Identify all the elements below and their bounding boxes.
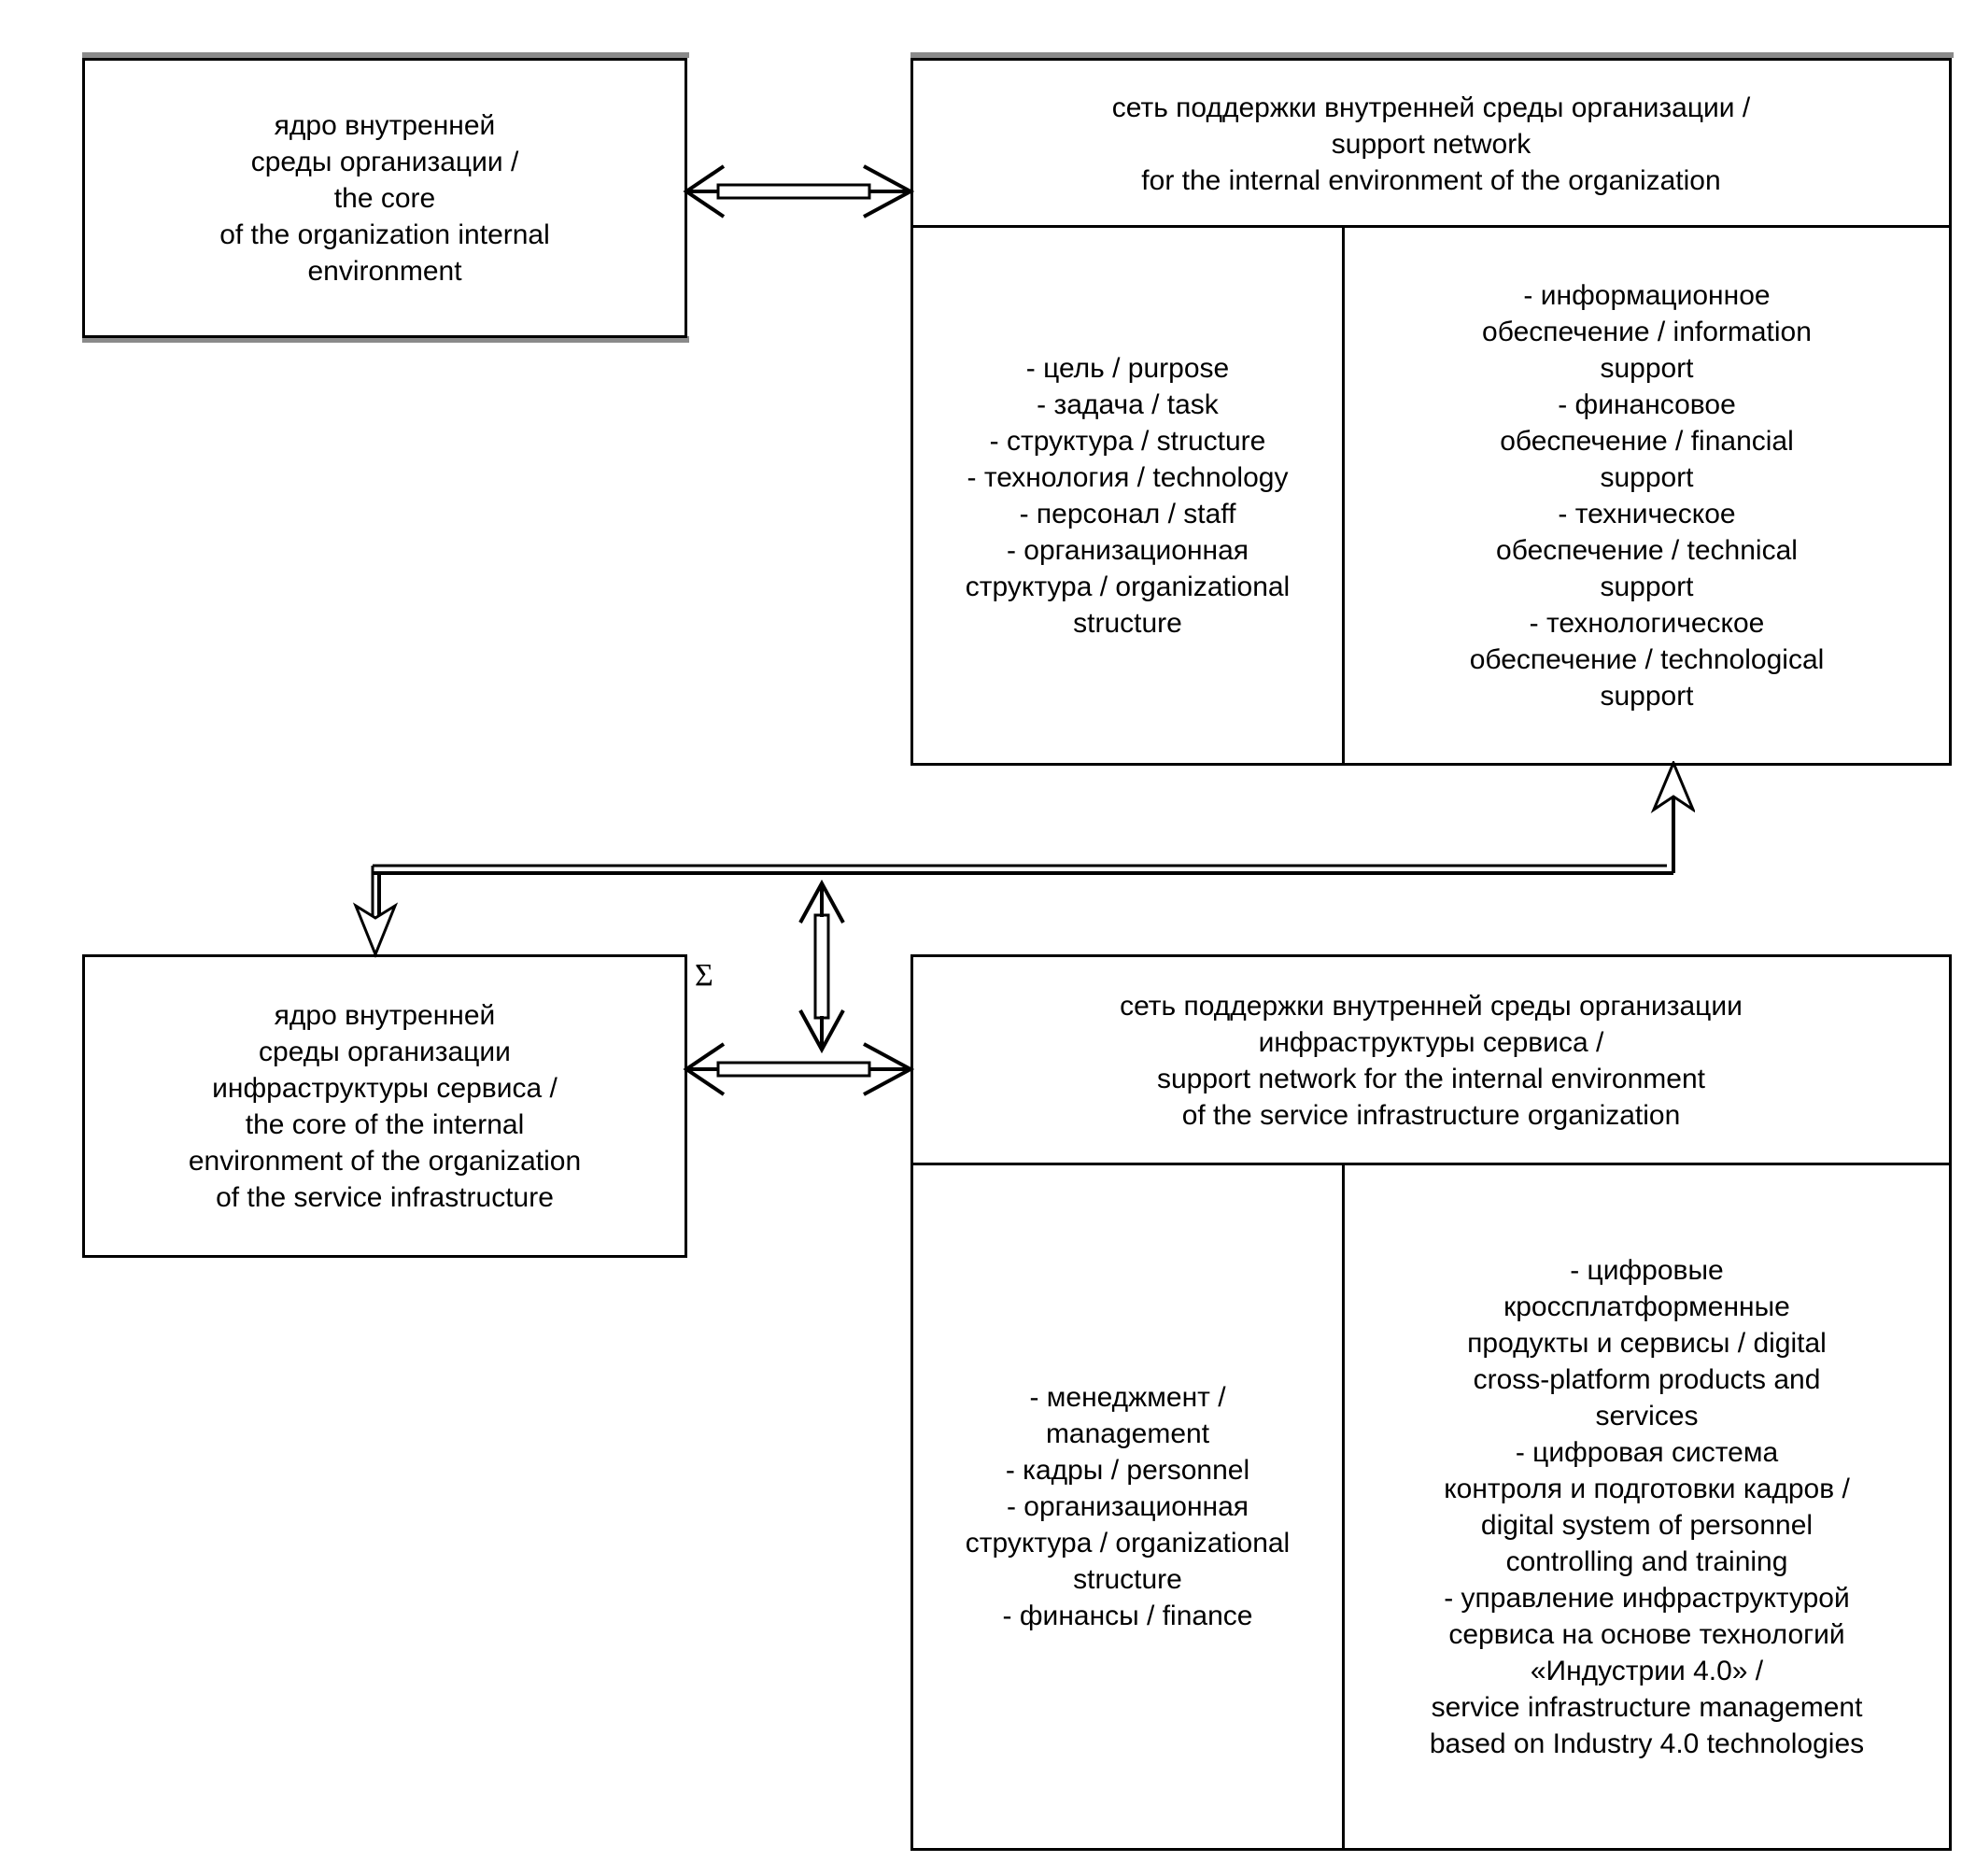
text-line: for the internal environment of the orga… bbox=[1141, 164, 1721, 196]
text-line: support bbox=[1600, 571, 1694, 602]
sigma-symbol: Σ bbox=[695, 958, 713, 993]
support-network-service-infrastructure-box: сеть поддержки внутренней среды организа… bbox=[910, 954, 1952, 1851]
top-right-header-text: сеть поддержки внутренней среды организа… bbox=[913, 90, 1949, 199]
top-left-box-shadow-bottom bbox=[82, 336, 689, 343]
top-bidirectional-arrow bbox=[683, 164, 915, 219]
text-line: structure bbox=[1073, 1564, 1182, 1595]
text-line: - технология / technology bbox=[967, 461, 1289, 493]
feedback-loop-connector bbox=[352, 761, 1695, 959]
top-right-header-wrap: сеть поддержки внутренней среды организа… bbox=[913, 61, 1949, 227]
text-line: environment of the organization bbox=[188, 1145, 582, 1177]
text-line: cross-platform products and bbox=[1473, 1363, 1821, 1395]
core-of-organization-internal-environment-box: ядро внутренней среды организации / the co… bbox=[82, 58, 687, 338]
text-line: environment bbox=[307, 255, 462, 287]
text-line: support bbox=[1600, 461, 1694, 493]
text-line: кроссплатформенные bbox=[1503, 1291, 1790, 1322]
text-line: - задача / task bbox=[1037, 388, 1219, 420]
top-right-header-divider bbox=[910, 225, 1952, 228]
text-line: среды организации bbox=[259, 1036, 511, 1067]
text-line: support bbox=[1600, 352, 1694, 384]
text-line: сервиса на основе технологий bbox=[1448, 1618, 1845, 1650]
text-line: обеспечение / financial bbox=[1500, 425, 1794, 457]
text-line: support network bbox=[1331, 128, 1531, 160]
text-line: - организационная bbox=[1006, 1491, 1249, 1522]
top-right-box-shadow-top bbox=[910, 52, 1954, 58]
text-line: of the organization internal bbox=[219, 219, 550, 250]
text-line: - техническое bbox=[1558, 498, 1736, 529]
support-network-internal-environment-box: сеть поддержки внутренней среды организа… bbox=[910, 58, 1952, 766]
bottom-right-right-column: - цифровые кроссплатформенные продукты и с… bbox=[1345, 1165, 1949, 1848]
text-line: the core of the internal bbox=[245, 1108, 525, 1140]
text-line: - персонал / staff bbox=[1019, 498, 1236, 529]
text-line: - структура / structure bbox=[989, 425, 1266, 457]
text-line: обеспечение / technological bbox=[1469, 643, 1825, 675]
text-line: структура / organizational bbox=[965, 1528, 1291, 1559]
text-line: digital system of personnel bbox=[1480, 1509, 1814, 1541]
bottom-bidirectional-arrow bbox=[683, 1042, 915, 1096]
bottom-right-right-column-text: - цифровые кроссплатформенные продукты и с… bbox=[1345, 1252, 1949, 1762]
bottom-left-box-text-wrap: ядро внутренней среды организации инфрастр… bbox=[85, 957, 685, 1255]
top-left-box-text-wrap: ядро внутренней среды организации / the co… bbox=[85, 61, 685, 335]
bottom-right-header-text: сеть поддержки внутренней среды организа… bbox=[913, 988, 1949, 1134]
text-line: controlling and training bbox=[1505, 1545, 1788, 1577]
text-line: инфраструктуры сервиса / bbox=[212, 1072, 558, 1104]
vertical-bidirectional-arrow bbox=[798, 879, 845, 1054]
bottom-right-header-divider bbox=[910, 1163, 1952, 1165]
text-line: of the service infrastructure organizati… bbox=[1181, 1100, 1681, 1131]
text-line: обеспечение / technical bbox=[1496, 534, 1798, 566]
text-line: ядро внутренней bbox=[274, 999, 496, 1031]
bottom-left-box-text: ядро внутренней среды организации инфрастр… bbox=[85, 997, 685, 1216]
text-line: services bbox=[1595, 1400, 1699, 1432]
bottom-right-left-column: - менеджмент / management - кадры / person… bbox=[913, 1165, 1342, 1848]
text-line: - финансы / finance bbox=[1002, 1601, 1253, 1631]
bottom-right-column-divider bbox=[1342, 1163, 1345, 1848]
bottom-right-header-wrap: сеть поддержки внутренней среды организа… bbox=[913, 957, 1949, 1164]
text-line: - технологическое bbox=[1529, 607, 1765, 639]
text-line: of the service infrastructure bbox=[216, 1181, 554, 1213]
text-line: инфраструктуры сервиса / bbox=[1258, 1027, 1604, 1058]
text-line: - организационная bbox=[1006, 534, 1249, 566]
text-line: support network for the internal environ… bbox=[1157, 1064, 1705, 1094]
text-line: структура / organizational bbox=[965, 571, 1291, 602]
text-line: management bbox=[1045, 1418, 1210, 1449]
text-line: обеспечение / information bbox=[1482, 316, 1812, 347]
top-right-right-column: - информационное обеспечение / informatio… bbox=[1345, 228, 1949, 763]
text-line: - менеджмент / bbox=[1029, 1382, 1226, 1413]
text-line: продукты и сервисы / digital bbox=[1467, 1327, 1827, 1359]
text-line: ядро внутренней bbox=[274, 109, 496, 141]
text-line: «Индустрии 4.0» / bbox=[1530, 1655, 1764, 1686]
text-line: контроля и подготовки кадров / bbox=[1444, 1473, 1850, 1504]
text-line: support bbox=[1600, 680, 1694, 712]
text-line: сеть поддержки внутренней среды организа… bbox=[1120, 991, 1743, 1022]
text-line: based on Industry 4.0 technologies bbox=[1429, 1728, 1865, 1759]
text-line: - цель / purpose bbox=[1025, 352, 1230, 384]
text-line: - кадры / personnel bbox=[1005, 1455, 1250, 1486]
top-left-box-shadow-top bbox=[82, 52, 689, 58]
top-right-column-divider bbox=[1342, 225, 1345, 763]
top-right-right-column-text: - информационное обеспечение / informatio… bbox=[1345, 277, 1949, 714]
text-line: the core bbox=[333, 182, 436, 214]
bottom-right-left-column-text: - менеджмент / management - кадры / person… bbox=[913, 1379, 1342, 1634]
top-left-box-text: ядро внутренней среды организации / the co… bbox=[85, 107, 685, 289]
text-line: - информационное bbox=[1523, 279, 1771, 311]
text-line: - управление инфраструктурой bbox=[1444, 1582, 1850, 1614]
core-of-service-infrastructure-organization-box: ядро внутренней среды организации инфрастр… bbox=[82, 954, 687, 1258]
text-line: structure bbox=[1073, 607, 1182, 639]
text-line: - цифровая система bbox=[1515, 1436, 1779, 1468]
text-line: сеть поддержки внутренней среды организа… bbox=[1111, 92, 1751, 123]
top-right-left-column: - цель / purpose - задача / task - структу… bbox=[913, 228, 1342, 763]
text-line: - финансовое bbox=[1558, 388, 1736, 420]
text-line: среды организации / bbox=[250, 146, 519, 177]
text-line: - цифровые bbox=[1570, 1254, 1724, 1286]
text-line: service infrastructure management bbox=[1431, 1691, 1863, 1723]
top-right-left-column-text: - цель / purpose - задача / task - структу… bbox=[913, 350, 1342, 642]
